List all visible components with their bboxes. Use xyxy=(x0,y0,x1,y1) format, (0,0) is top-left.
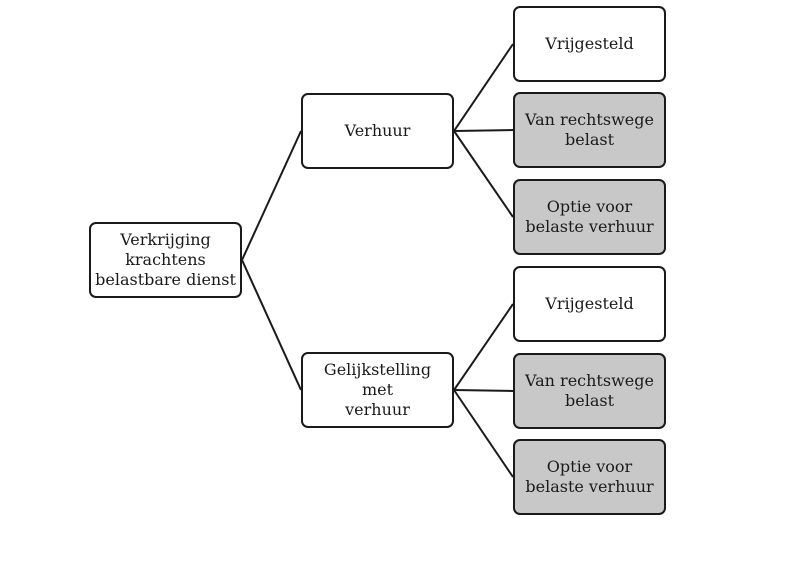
node-label: Van rechtswege belast xyxy=(525,110,654,149)
node-label: Verhuur xyxy=(344,121,411,140)
node-gelijk-optie-belaste-verhuur: Optie voor belaste verhuur xyxy=(513,439,666,515)
connector-gelijk-optie xyxy=(453,389,514,478)
node-label: Verkrijging krachtens belastbare dienst xyxy=(95,230,236,289)
node-verkrijging: Verkrijging krachtens belastbare dienst xyxy=(89,222,242,298)
node-label: Vrijgesteld xyxy=(545,294,634,313)
connector-verhuur-optie xyxy=(453,130,514,218)
node-label: Optie voor belaste verhuur xyxy=(525,457,654,496)
connector-root-verhuur xyxy=(241,130,302,261)
node-label: Van rechtswege belast xyxy=(525,371,654,410)
node-verhuur-van-rechtswege-belast: Van rechtswege belast xyxy=(513,92,666,168)
connector-verhuur-rechtswege xyxy=(453,129,514,132)
node-gelijk-van-rechtswege-belast: Van rechtswege belast xyxy=(513,353,666,429)
node-verhuur-optie-belaste-verhuur: Optie voor belaste verhuur xyxy=(513,179,666,255)
node-gelijkstelling: Gelijkstelling met verhuur xyxy=(301,352,454,428)
connector-gelijk-rechtswege xyxy=(453,389,514,392)
node-label: Vrijgesteld xyxy=(545,34,634,53)
node-gelijk-vrijgesteld: Vrijgesteld xyxy=(513,266,666,342)
node-verhuur-vrijgesteld: Vrijgesteld xyxy=(513,6,666,82)
node-label: Optie voor belaste verhuur xyxy=(525,197,654,236)
connector-gelijk-vrijgesteld xyxy=(453,303,514,391)
connector-root-gelijkstelling xyxy=(241,259,302,391)
node-verhuur: Verhuur xyxy=(301,93,454,169)
connector-verhuur-vrijgesteld xyxy=(453,43,514,132)
node-label: Gelijkstelling met verhuur xyxy=(323,360,432,419)
